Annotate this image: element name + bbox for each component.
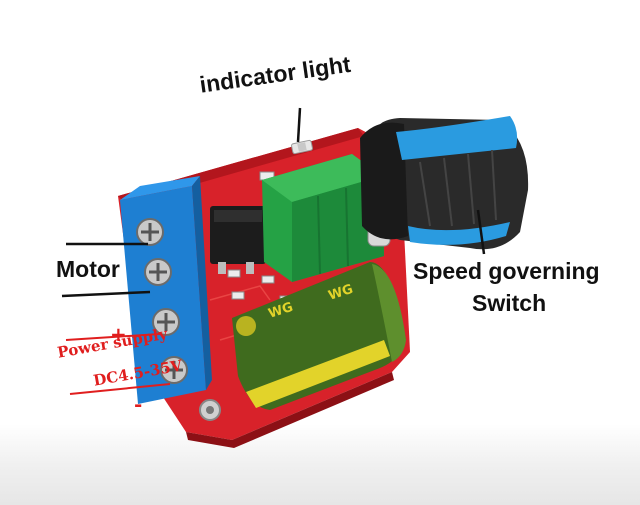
capacitor-marking: WG: [267, 300, 295, 322]
capacitor-icon: WG WG: [232, 262, 406, 410]
smd-components: [227, 171, 293, 304]
power-lines: [65, 333, 171, 395]
screw-terminal-icon: [152, 308, 180, 336]
capacitor-marking: WG: [327, 282, 355, 304]
mounting-hole: [199, 399, 221, 421]
plus-label: +: [110, 322, 127, 346]
terminal-block: [120, 176, 212, 404]
motor-label: Motor: [56, 256, 120, 282]
minus-label: -: [134, 392, 143, 416]
screw-terminal-icon: [144, 258, 172, 286]
knob-icon: [360, 116, 529, 250]
callout-lines: [61, 107, 486, 298]
mosfet-icon: [210, 206, 266, 274]
speed-switch-label-line2: Switch: [472, 290, 547, 316]
speed-switch-label-line1: Speed governing: [413, 258, 600, 284]
screw-terminal-icon: [160, 356, 188, 384]
led-icon: [291, 139, 313, 155]
screw-terminal-icon: [136, 218, 164, 246]
